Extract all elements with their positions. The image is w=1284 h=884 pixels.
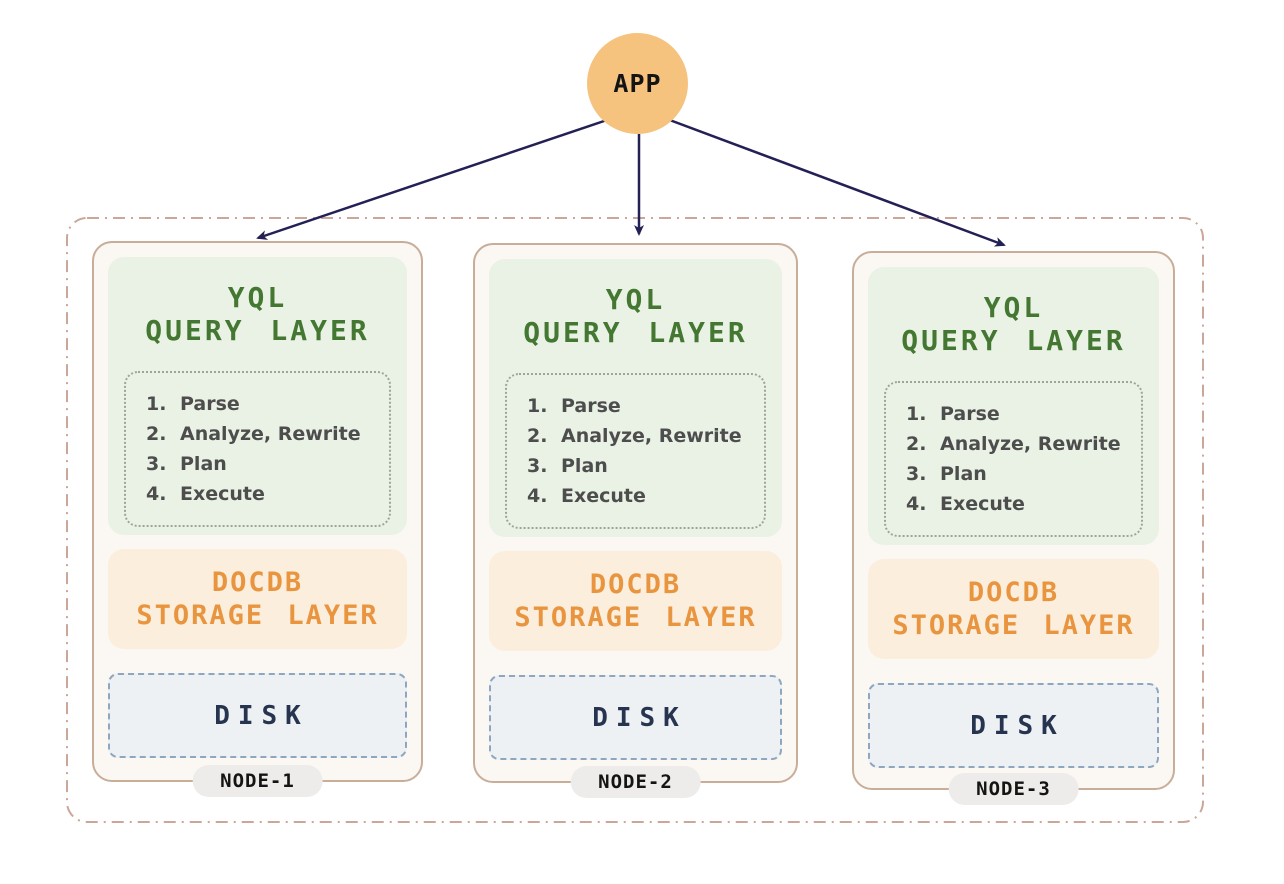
storage-layer-title: DOCDB STORAGE LAYER	[514, 568, 756, 634]
yql-title-line1: YQL	[227, 281, 288, 314]
arrow-app-to-node-3	[666, 117, 1006, 247]
yql-query-layer: YQL QUERY LAYER 1. Parse 2. Analyze, Rew…	[868, 267, 1159, 545]
query-step: 4. Execute	[527, 481, 756, 511]
arrow-app-to-node-1	[256, 117, 611, 240]
yql-title-line2: QUERY LAYER	[145, 314, 370, 347]
step-label: Parse	[180, 393, 240, 415]
step-label: Execute	[180, 483, 265, 505]
yql-query-layer: YQL QUERY LAYER 1. Parse 2. Analyze, Rew…	[108, 257, 407, 535]
query-step: 3. Plan	[906, 459, 1133, 489]
query-step: 2. Analyze, Rewrite	[146, 419, 381, 449]
step-number: 4.	[906, 493, 927, 515]
yql-title-line2: QUERY LAYER	[901, 324, 1126, 357]
docdb-storage-layer: DOCDB STORAGE LAYER	[868, 559, 1159, 659]
node-1: YQL QUERY LAYER 1. Parse 2. Analyze, Rew…	[92, 241, 423, 797]
step-label: Plan	[180, 453, 227, 475]
yql-title-line2: QUERY LAYER	[523, 316, 748, 349]
node-3: YQL QUERY LAYER 1. Parse 2. Analyze, Rew…	[852, 251, 1175, 805]
storage-layer-title: DOCDB STORAGE LAYER	[892, 576, 1134, 642]
storage-title-line2: STORAGE LAYER	[136, 600, 379, 631]
step-number: 2.	[146, 423, 167, 445]
step-number: 1.	[906, 403, 927, 425]
node-1-badge: NODE-1	[192, 765, 323, 797]
step-number: 4.	[146, 483, 167, 505]
disk: DISK	[108, 673, 407, 758]
storage-title-line1: DOCDB	[589, 569, 682, 600]
yql-query-layer: YQL QUERY LAYER 1. Parse 2. Analyze, Rew…	[489, 259, 782, 537]
query-steps-box: 1. Parse 2. Analyze, Rewrite 3. Plan 4. …	[884, 381, 1143, 537]
step-label: Plan	[940, 463, 987, 485]
step-number: 3.	[906, 463, 927, 485]
step-number: 1.	[527, 395, 548, 417]
node-2-badge: NODE-2	[570, 766, 701, 798]
step-number: 4.	[527, 485, 548, 507]
step-label: Analyze, Rewrite	[561, 425, 742, 447]
step-label: Plan	[561, 455, 608, 477]
yql-query-layer-title: YQL QUERY LAYER	[489, 283, 782, 349]
node-2: YQL QUERY LAYER 1. Parse 2. Analyze, Rew…	[473, 243, 798, 798]
query-step: 4. Execute	[906, 489, 1133, 519]
query-step: 3. Plan	[527, 451, 756, 481]
yql-title-line1: YQL	[983, 291, 1044, 324]
query-step: 2. Analyze, Rewrite	[906, 429, 1133, 459]
storage-title-line1: DOCDB	[211, 567, 304, 598]
query-steps-box: 1. Parse 2. Analyze, Rewrite 3. Plan 4. …	[505, 373, 766, 529]
storage-title-line2: STORAGE LAYER	[892, 610, 1135, 641]
docdb-storage-layer: DOCDB STORAGE LAYER	[489, 551, 782, 651]
storage-title-line1: DOCDB	[967, 577, 1060, 608]
storage-title-line2: STORAGE LAYER	[514, 602, 757, 633]
query-step: 4. Execute	[146, 479, 381, 509]
query-step: 1. Parse	[906, 399, 1133, 429]
yql-query-layer-title: YQL QUERY LAYER	[108, 281, 407, 347]
query-step: 1. Parse	[146, 389, 381, 419]
query-step: 2. Analyze, Rewrite	[527, 421, 756, 451]
step-label: Execute	[561, 485, 646, 507]
step-label: Analyze, Rewrite	[940, 433, 1121, 455]
step-label: Execute	[940, 493, 1025, 515]
app-label: APP	[613, 69, 662, 98]
disk-label: DISK	[214, 700, 309, 731]
disk: DISK	[868, 683, 1159, 768]
step-label: Parse	[561, 395, 621, 417]
step-label: Parse	[940, 403, 1000, 425]
disk-label: DISK	[970, 710, 1065, 741]
query-step: 3. Plan	[146, 449, 381, 479]
storage-layer-title: DOCDB STORAGE LAYER	[136, 566, 378, 632]
query-steps-box: 1. Parse 2. Analyze, Rewrite 3. Plan 4. …	[124, 371, 391, 527]
step-number: 1.	[146, 393, 167, 415]
node-3-badge: NODE-3	[948, 773, 1079, 805]
app-node: APP	[587, 33, 688, 134]
yql-title-line1: YQL	[605, 283, 666, 316]
docdb-storage-layer: DOCDB STORAGE LAYER	[108, 549, 407, 649]
yql-query-layer-title: YQL QUERY LAYER	[868, 291, 1159, 357]
step-number: 2.	[527, 425, 548, 447]
query-step: 1. Parse	[527, 391, 756, 421]
step-number: 3.	[146, 453, 167, 475]
step-number: 3.	[527, 455, 548, 477]
disk-label: DISK	[592, 702, 687, 733]
disk: DISK	[489, 675, 782, 760]
step-label: Analyze, Rewrite	[180, 423, 361, 445]
step-number: 2.	[906, 433, 927, 455]
